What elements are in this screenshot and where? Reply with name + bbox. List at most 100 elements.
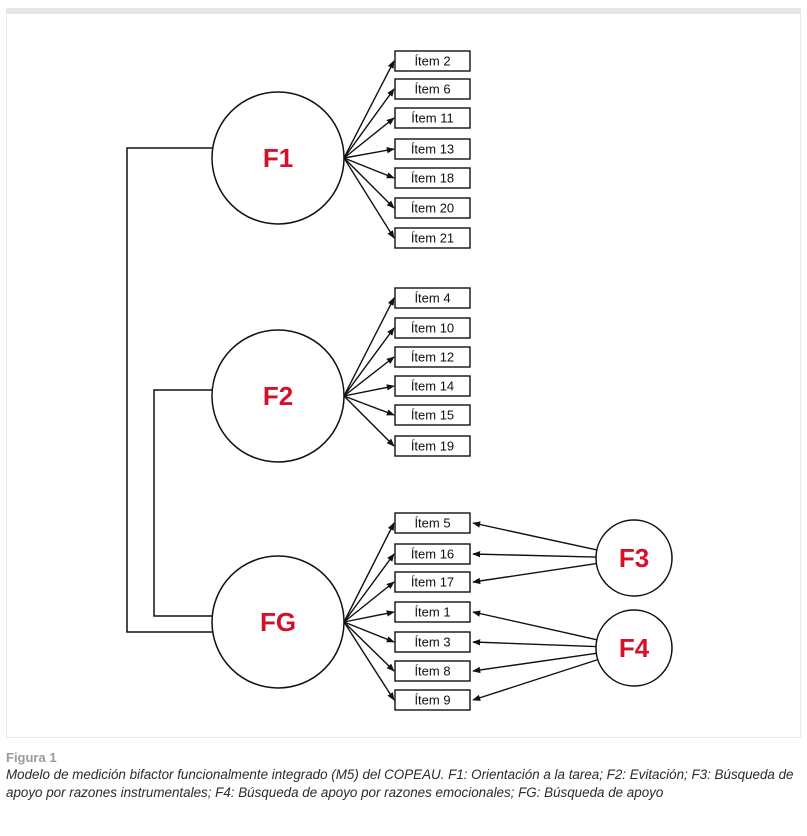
item-box-i21: Ítem 21 — [394, 227, 471, 249]
figure-label: Figura 1 — [6, 750, 57, 765]
item-label: Ítem 1 — [414, 605, 450, 620]
item-label: Ítem 13 — [411, 142, 454, 157]
item-box-i9: Ítem 9 — [394, 689, 471, 711]
item-label: Ítem 5 — [414, 516, 450, 531]
loading-arrow-f1-i21 — [343, 157, 395, 239]
loading-arrow-fg-i9 — [343, 621, 395, 701]
factor-circle — [595, 519, 673, 597]
loading-arrow-f4-i9 — [472, 658, 599, 701]
item-label: Ítem 15 — [411, 408, 454, 423]
item-box-i15: Ítem 15 — [394, 404, 471, 426]
item-box-i6: Ítem 6 — [394, 78, 471, 100]
item-rect — [394, 167, 471, 189]
factor-node-f4: F4 — [595, 609, 673, 687]
item-rect — [394, 404, 471, 426]
loading-arrow-f3-i5 — [472, 521, 598, 551]
factor-circle — [211, 329, 345, 463]
item-rect — [394, 375, 471, 397]
loading-arrow-fg-i17 — [343, 581, 395, 623]
loading-arrow-f3-i16 — [472, 550, 597, 558]
item-rect — [394, 78, 471, 100]
item-box-i10: Ítem 10 — [394, 317, 471, 339]
loading-arrow-f2-i14 — [343, 384, 395, 397]
item-label: Ítem 16 — [411, 547, 454, 562]
factor-label: F4 — [619, 633, 650, 663]
item-label: Ítem 2 — [414, 54, 450, 69]
item-box-i18: Ítem 18 — [394, 167, 471, 189]
item-label: Ítem 20 — [411, 201, 454, 216]
factor-node-f2: F2 — [211, 329, 345, 463]
loading-arrow-f2-i19 — [343, 395, 395, 447]
loading-arrow-f3-i17 — [472, 562, 597, 585]
item-box-i3: Ítem 3 — [394, 631, 471, 653]
item-box-i13: Ítem 13 — [394, 138, 471, 160]
loading-arrow-f1-i20 — [343, 157, 395, 209]
figure-caption: Figura 1 Modelo de medición bifactor fun… — [6, 749, 801, 801]
item-rect — [394, 287, 471, 309]
factor-node-f3: F3 — [595, 519, 673, 597]
item-rect — [394, 317, 471, 339]
item-box-i8: Ítem 8 — [394, 660, 471, 682]
item-rect — [394, 197, 471, 219]
loading-arrow-f2-i12 — [343, 356, 395, 397]
loading-arrow-fg-i8 — [343, 621, 395, 672]
item-label: Ítem 11 — [411, 111, 453, 126]
loading-arrow-fg-i16 — [343, 553, 395, 623]
loading-arrow-f4-i8 — [472, 652, 597, 674]
loading-arrow-fg-i1 — [343, 610, 395, 623]
item-label: Ítem 12 — [411, 350, 454, 365]
factor-circle — [211, 555, 345, 689]
loading-arrow-f1-i13 — [343, 147, 395, 159]
item-box-i2: Ítem 2 — [394, 50, 471, 72]
factor-node-fg: FG — [211, 555, 345, 689]
loading-arrow-f1-i2 — [343, 60, 395, 159]
item-label: Ítem 8 — [414, 664, 450, 679]
item-rect — [394, 543, 471, 565]
loading-arrow-fg-i5 — [343, 522, 395, 623]
item-rect — [394, 435, 471, 457]
item-label: Ítem 21 — [411, 231, 454, 246]
item-box-i16: Ítem 16 — [394, 543, 471, 565]
item-box-i17: Ítem 17 — [394, 571, 471, 593]
item-label: Ítem 9 — [414, 693, 450, 708]
figure-caption-text: Modelo de medición bifactor funcionalmen… — [6, 767, 794, 800]
item-label: Ítem 18 — [411, 171, 454, 186]
item-label: Ítem 17 — [411, 575, 454, 590]
loading-arrow-f1-i18 — [343, 157, 395, 179]
item-label: Ítem 3 — [414, 635, 450, 650]
item-label: Ítem 6 — [414, 82, 450, 97]
item-box-i14: Ítem 14 — [394, 375, 471, 397]
item-rect — [394, 571, 471, 593]
correlation-line-f1-fg — [126, 147, 213, 633]
loading-arrow-f4-i3 — [472, 639, 597, 648]
top-border-bar — [6, 8, 801, 14]
factor-node-f1: F1 — [211, 91, 345, 225]
factor-label: FG — [260, 607, 296, 637]
factor-label: F2 — [263, 381, 293, 411]
item-label: Ítem 19 — [411, 439, 454, 454]
loading-arrow-f2-i10 — [343, 327, 395, 397]
item-rect — [394, 138, 471, 160]
factor-label: F3 — [619, 543, 649, 573]
loading-arrow-f2-i4 — [343, 297, 395, 397]
correlation-line-f2-fg — [153, 389, 213, 617]
loading-arrow-f2-i15 — [343, 395, 395, 416]
item-label: Ítem 4 — [414, 291, 450, 306]
item-rect — [394, 227, 471, 249]
item-rect — [394, 660, 471, 682]
item-rect — [394, 601, 471, 623]
item-box-i19: Ítem 19 — [394, 435, 471, 457]
item-rect — [394, 346, 471, 368]
item-label: Ítem 14 — [411, 379, 454, 394]
loading-arrow-f1-i6 — [343, 88, 395, 159]
loading-arrow-fg-i3 — [343, 621, 395, 643]
item-box-i12: Ítem 12 — [394, 346, 471, 368]
item-box-i5: Ítem 5 — [394, 512, 471, 534]
item-box-i4: Ítem 4 — [394, 287, 471, 309]
loading-arrow-f1-i11 — [343, 117, 395, 159]
item-box-i1: Ítem 1 — [394, 601, 471, 623]
item-rect — [394, 50, 471, 72]
loading-arrow-f4-i1 — [472, 610, 598, 641]
item-rect — [394, 631, 471, 653]
